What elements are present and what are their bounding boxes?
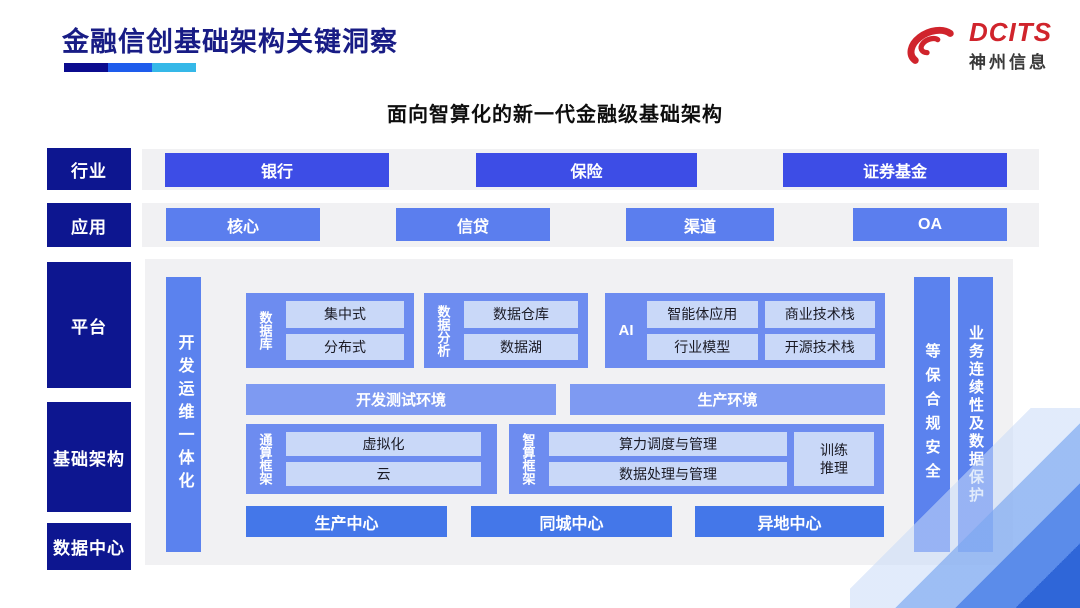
ai-item-agent-app: 智能体应用 bbox=[647, 301, 758, 328]
application-item-channel: 渠道 bbox=[626, 208, 774, 241]
analytics-item-warehouse: 数据仓库 bbox=[464, 301, 578, 328]
intelligent-item-train-inference: 训练 推理 bbox=[794, 432, 874, 486]
industry-item-securities: 证券基金 bbox=[783, 153, 1007, 187]
center-same-city: 同城中心 bbox=[471, 506, 672, 537]
diagram-subtitle: 面向智算化的新一代金融级基础架构 bbox=[387, 104, 723, 126]
industry-item-bank: 银行 bbox=[165, 153, 389, 187]
page-title: 金融信创基础架构关键洞察 bbox=[62, 27, 398, 57]
group-database-label: 数据库 bbox=[257, 311, 273, 350]
group-ai-items: 智能体应用 商业技术栈 行业模型 开源技术栈 bbox=[647, 301, 875, 360]
group-intelligent-framework: 智算框架 算力调度与管理 数据处理与管理 训练 推理 bbox=[509, 424, 884, 494]
group-ai: AI 智能体应用 商业技术栈 行业模型 开源技术栈 bbox=[605, 293, 885, 368]
side-label-datacenter: 数据中心 bbox=[47, 523, 131, 570]
logo-text: DCITS 神州信息 bbox=[969, 17, 1052, 73]
business-continuity-bar: 业务连续性及数据保护 bbox=[958, 277, 993, 552]
title-underline bbox=[64, 63, 196, 72]
center-remote: 异地中心 bbox=[695, 506, 884, 537]
side-label-industry: 行业 bbox=[47, 148, 131, 190]
group-database: 数据库 集中式 分布式 bbox=[246, 293, 414, 368]
underline-segment bbox=[108, 63, 152, 72]
env-dev-test: 开发测试环境 bbox=[246, 384, 556, 415]
group-analytics: 数据分析 数据仓库 数据湖 bbox=[424, 293, 588, 368]
ai-item-opensource-stack: 开源技术栈 bbox=[764, 333, 875, 360]
group-ai-label: AI bbox=[618, 322, 634, 339]
logo-company: 神州信息 bbox=[969, 53, 1049, 72]
underline-segment bbox=[64, 63, 108, 72]
env-production: 生产环境 bbox=[570, 384, 885, 415]
side-label-platform: 平台 bbox=[47, 262, 131, 388]
application-item-credit: 信贷 bbox=[396, 208, 550, 241]
group-intelligent-framework-label: 智算框架 bbox=[520, 433, 536, 485]
underline-segment bbox=[152, 63, 196, 72]
ai-item-commercial-stack: 商业技术栈 bbox=[764, 301, 875, 328]
group-general-framework-label: 通算框架 bbox=[257, 433, 273, 485]
group-intelligent-framework-items: 算力调度与管理 数据处理与管理 bbox=[549, 432, 787, 486]
dcits-swirl-icon bbox=[907, 26, 954, 64]
industry-item-insurance: 保险 bbox=[476, 153, 697, 187]
group-analytics-label: 数据分析 bbox=[435, 304, 451, 357]
side-label-infrastructure: 基础架构 bbox=[47, 402, 131, 512]
database-item-centralized: 集中式 bbox=[286, 301, 404, 328]
application-item-oa: OA bbox=[853, 208, 1007, 241]
application-item-core: 核心 bbox=[166, 208, 320, 241]
side-label-application: 应用 bbox=[47, 203, 131, 247]
inference-line: 推理 bbox=[820, 460, 848, 476]
intelligent-item-data-processing: 数据处理与管理 bbox=[549, 462, 787, 486]
logo-brand: DCITS bbox=[969, 17, 1052, 47]
ai-item-industry-model: 行业模型 bbox=[647, 333, 758, 360]
group-database-items: 集中式 分布式 bbox=[286, 301, 404, 360]
database-item-distributed: 分布式 bbox=[286, 333, 404, 360]
center-production: 生产中心 bbox=[246, 506, 447, 537]
general-item-cloud: 云 bbox=[286, 462, 481, 486]
analytics-item-lake: 数据湖 bbox=[464, 333, 578, 360]
intelligent-item-compute-scheduling: 算力调度与管理 bbox=[549, 432, 787, 456]
train-line: 训练 bbox=[820, 441, 848, 458]
group-general-framework-items: 虚拟化 云 bbox=[286, 432, 481, 486]
general-item-virtualization: 虚拟化 bbox=[286, 432, 481, 456]
security-compliance-bar: 等保合规安全 bbox=[914, 277, 950, 552]
devops-bar: 开发运维一体化 bbox=[166, 277, 201, 552]
group-general-framework: 通算框架 虚拟化 云 bbox=[246, 424, 497, 494]
dcits-logo: DCITS 神州信息 bbox=[899, 16, 1052, 74]
group-analytics-items: 数据仓库 数据湖 bbox=[464, 301, 578, 360]
